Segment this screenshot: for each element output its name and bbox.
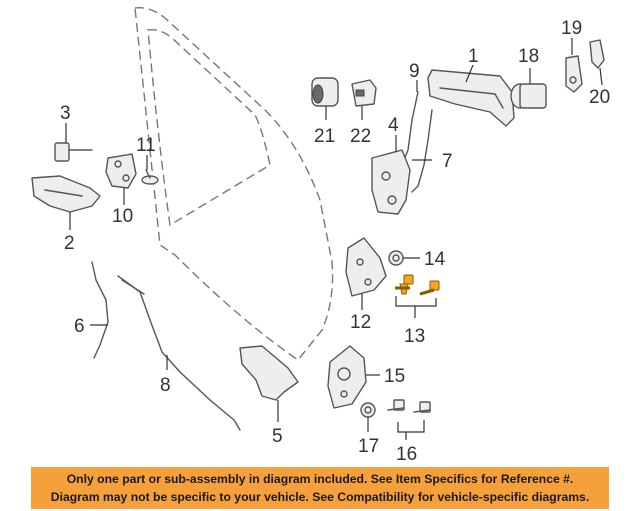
callout-4: 4 [388,115,399,136]
part-6-rod [90,261,109,359]
part-17-nut [360,402,376,432]
part-4-door-latch [371,135,411,215]
part-22-clip [351,79,377,120]
part-11-screw [141,155,159,185]
part-13-bolts [395,274,440,318]
callout-labels: 1 18 19 20 9 21 22 4 7 3 11 10 2 14 12 1… [60,18,610,462]
disclaimer-line-1: Only one part or sub-assembly in diagram… [66,472,574,486]
callout-20: 20 [589,87,610,108]
callout-7: 7 [442,151,453,172]
door-parts-diagram: 1 18 19 20 9 21 22 4 7 3 11 10 2 14 12 1… [31,7,610,462]
callout-11: 11 [136,135,156,156]
callout-2: 2 [64,233,75,254]
part-8-rod [117,275,241,431]
callout-21: 21 [314,126,335,147]
part-15-latch [327,345,380,409]
part-14-nut [388,250,420,266]
part-16-bolts [387,399,431,440]
callout-8: 8 [160,375,171,396]
callout-22: 22 [350,126,371,147]
callout-18: 18 [518,46,539,67]
callout-6: 6 [74,316,85,337]
callout-14: 14 [424,249,446,270]
part-19-lock-lever [565,38,583,93]
part-21-bumper [311,77,339,120]
part-1-exterior-handle [427,64,515,127]
disclaimer-banner: Only one part or sub-assembly in diagram… [31,467,609,509]
part-7-rod [411,109,433,193]
part-9-rod [403,80,419,161]
door-outline [134,7,334,361]
callout-1: 1 [468,46,479,67]
callout-12: 12 [350,312,371,333]
callout-9: 9 [409,61,420,82]
callout-5: 5 [272,426,283,447]
part-5-striker [239,345,299,422]
callout-13: 13 [404,326,425,347]
part-20-clip [589,39,605,86]
part-3-bolt [54,123,93,162]
callout-16: 16 [396,444,417,462]
disclaimer-line-2: Diagram may not be specific to your vehi… [50,490,590,504]
callout-19: 19 [561,18,582,39]
part-12-striker-bracket [345,237,387,310]
callout-10: 10 [112,206,133,227]
part-10-bracket [105,153,137,205]
part-18-lock-cylinder [510,68,547,109]
callout-3: 3 [60,103,71,124]
callout-17: 17 [358,436,379,457]
callout-15: 15 [384,366,405,387]
part-2-interior-handle [31,175,101,230]
